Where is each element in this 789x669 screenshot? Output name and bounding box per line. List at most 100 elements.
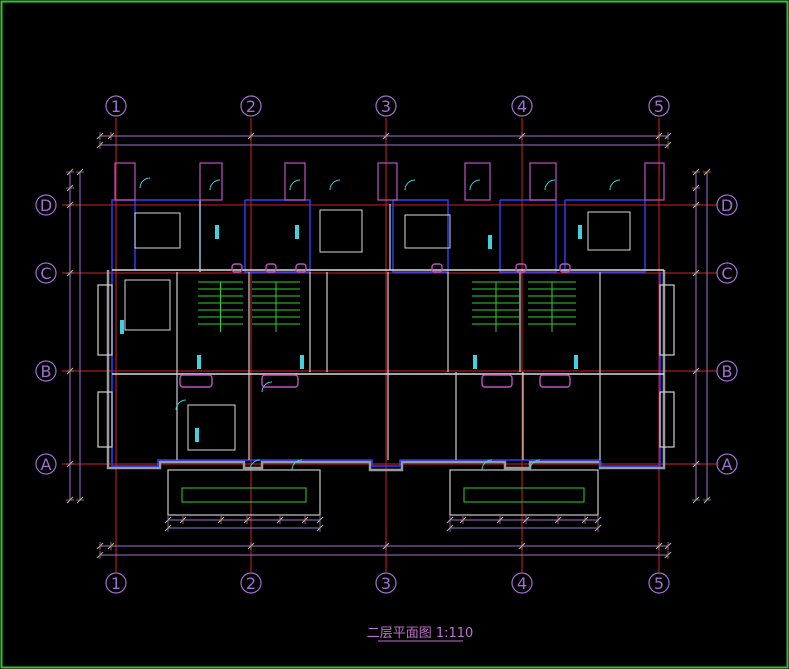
axis-bubble-left-B: [35, 360, 57, 382]
window: [231, 263, 243, 273]
axis-label-row: C: [40, 264, 51, 283]
window: [539, 374, 571, 388]
door-arc: [329, 179, 341, 191]
door-arc: [544, 179, 556, 191]
furniture: [319, 209, 363, 253]
dimension-lines: [66, 132, 711, 559]
axis-label-row: C: [721, 264, 732, 283]
furniture: [404, 214, 451, 249]
axis-label-col: 3: [381, 574, 391, 593]
window: [481, 374, 513, 388]
door-marker: [300, 355, 304, 369]
axis-bubble-bottom-2: [240, 572, 262, 594]
axis-bubble-bottom-5: [648, 572, 670, 594]
door-marker: [473, 355, 477, 369]
door-marker: [488, 235, 492, 249]
axis-label-row: A: [41, 455, 52, 474]
drawing-title: 二层平面图 1:110: [367, 626, 474, 641]
window: [265, 263, 277, 273]
wall-segment: [135, 199, 201, 272]
axis-bubble-top-5: [648, 95, 670, 117]
door-arc: [529, 459, 541, 471]
window: [261, 374, 299, 388]
axis-label-row: B: [722, 362, 733, 381]
axis-label-col: 5: [654, 97, 664, 116]
window: [559, 263, 571, 273]
door-marker: [295, 225, 299, 239]
axis-bubble-right-D: [716, 194, 738, 216]
axis-bubble-top-1: [105, 95, 127, 117]
side-bay-right: [659, 284, 675, 356]
door-arc: [139, 177, 151, 189]
furniture: [587, 211, 631, 251]
axis-label-col: 1: [111, 574, 121, 593]
axis-bubble-top-2: [240, 95, 262, 117]
wing-pier: [529, 162, 557, 201]
door-arc: [289, 179, 301, 191]
axis-label-col: 1: [111, 97, 121, 116]
axis-bubble-left-A: [35, 453, 57, 475]
wing-pier: [464, 162, 491, 201]
wall-segment: [499, 199, 557, 273]
axis-bubble-right-A: [716, 453, 738, 475]
wall-segment: [106, 270, 666, 472]
windows: [120, 225, 582, 442]
door-marker: [197, 355, 201, 369]
door-arc: [175, 399, 187, 411]
furniture: [134, 212, 181, 249]
stairs: [198, 281, 576, 332]
axis-label-col: 2: [246, 97, 256, 116]
balcony-rail: [181, 487, 307, 503]
wall-segment: [244, 199, 311, 273]
axis-bubble-left-D: [35, 194, 57, 216]
axis-bubble-top-3: [375, 95, 397, 117]
axis-label-row: D: [40, 196, 52, 215]
window: [515, 263, 527, 273]
walls: [97, 162, 675, 516]
wing-pier: [114, 162, 136, 201]
wall-segment: [111, 199, 136, 272]
axis-label-col: 4: [517, 97, 527, 116]
door-arc: [209, 179, 221, 191]
door-arc: [249, 459, 261, 471]
axis-bubble-bottom-3: [375, 572, 397, 594]
side-bay-right: [659, 391, 675, 448]
wing-pier: [644, 162, 665, 201]
door-marker: [578, 225, 582, 239]
axis-grid: [62, 118, 718, 572]
wing-pier: [284, 162, 306, 201]
door-marker: [120, 320, 124, 334]
wall-segment: [111, 272, 661, 467]
furniture: [124, 279, 171, 331]
door-marker: [574, 355, 578, 369]
door-arc: [404, 179, 416, 191]
window: [295, 263, 307, 273]
axis-bubble-bottom-1: [105, 572, 127, 594]
axis-label-col: 2: [246, 574, 256, 593]
axis-bubble-right-C: [716, 262, 738, 284]
side-bay-left: [97, 391, 113, 448]
axis-bubble-top-4: [511, 95, 533, 117]
door-arc: [481, 459, 493, 471]
axis-label-col: 4: [517, 574, 527, 593]
window: [179, 374, 213, 388]
axis-label-row: D: [721, 196, 733, 215]
wall-segment: [392, 199, 449, 273]
balcony-rail: [463, 487, 585, 503]
axis-label-col: 3: [381, 97, 391, 116]
side-bay-left: [97, 284, 113, 356]
furniture: [187, 404, 236, 451]
balcony: [449, 469, 599, 516]
door-arc: [609, 179, 621, 191]
axis-bubble-right-B: [716, 360, 738, 382]
axis-label-row: A: [722, 455, 733, 474]
axis-bubble-bottom-4: [511, 572, 533, 594]
door-arc: [261, 381, 273, 393]
doors: [139, 177, 621, 471]
axis-label-col: 5: [654, 574, 664, 593]
balcony: [167, 469, 321, 516]
